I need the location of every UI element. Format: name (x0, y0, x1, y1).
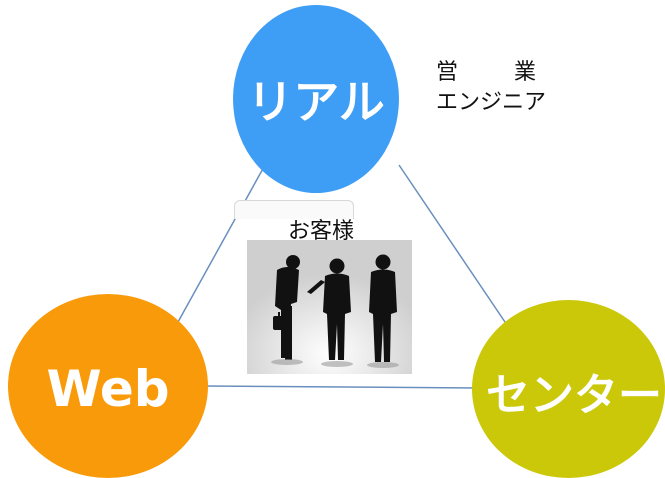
connector-top-left (177, 164, 266, 323)
connector-left-right (204, 385, 479, 389)
node-web-label: Web (46, 360, 170, 418)
label-tab (234, 200, 354, 219)
node-center: センター (472, 300, 665, 478)
role-sales-char1: 営 (436, 60, 459, 85)
role-label: 営 業 エンジニア (436, 58, 546, 118)
node-web: Web (8, 294, 208, 478)
business-people-image (247, 240, 412, 374)
connector-top-right (398, 164, 506, 323)
business-people-silhouette-icon (247, 240, 412, 374)
node-real-label: リアル (247, 75, 385, 129)
customer-label: お客様 (288, 219, 355, 244)
node-center-label: センター (486, 370, 662, 421)
role-sales-char2: 業 (513, 60, 536, 85)
role-engineer: エンジニア (436, 90, 547, 115)
node-real: リアル (233, 5, 399, 193)
